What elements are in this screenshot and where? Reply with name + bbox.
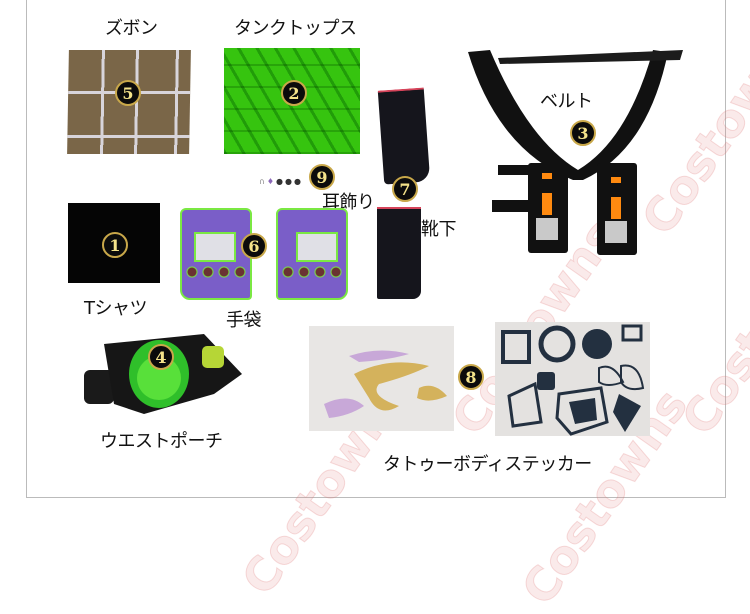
tank-top-label: タンクトップス — [234, 18, 357, 39]
orange-tab — [542, 173, 552, 179]
buckle-icon — [605, 221, 627, 243]
orange-strip — [611, 197, 621, 219]
waist-pouch-image — [84, 334, 244, 416]
content-frame — [26, 0, 726, 498]
belt-pouch-left — [528, 163, 568, 253]
badge-9: 9 — [309, 164, 335, 190]
knuckle-dots — [184, 265, 250, 279]
badge-5: 5 — [115, 80, 141, 106]
belt-strap-image — [468, 50, 684, 180]
belt-label: ベルト — [540, 91, 593, 112]
buckle-icon — [536, 218, 558, 240]
socks-label: 靴下 — [421, 219, 457, 240]
badge-8: 8 — [458, 364, 484, 390]
purple-gem-icon: ♦ — [266, 177, 277, 186]
pants-label: ズボン — [105, 18, 158, 39]
sock-top-image — [377, 87, 431, 185]
badge-4: 4 — [148, 344, 174, 370]
glove-left-image — [180, 208, 252, 300]
tattoo-sheet-right — [495, 322, 650, 436]
belt-harness-icon — [468, 50, 683, 180]
badge-1: 1 — [102, 232, 128, 258]
badge-2: 2 — [281, 80, 307, 106]
bead-icon: ●●● — [276, 177, 303, 186]
tattoo-sheet-left — [309, 326, 454, 431]
earrings-image: ∩♦●●● — [259, 177, 303, 186]
tattoo-sticker-label: タトゥーボディステッカー — [383, 454, 592, 475]
belt-pouch-right — [597, 163, 637, 255]
hoop-earring-icon: ∩ — [259, 177, 267, 186]
symbol-tattoo-icon — [501, 324, 645, 436]
belt-leg-strap — [498, 165, 530, 175]
wave-tattoo-icon — [324, 350, 447, 418]
glove-right-image — [276, 208, 348, 300]
orange-strip — [542, 193, 552, 215]
earrings-label: 耳飾り — [322, 192, 375, 213]
belt-leg-strap — [492, 200, 532, 212]
gloves-label: 手袋 — [226, 310, 262, 331]
waist-pouch-label: ウエストポーチ — [100, 431, 223, 452]
badge-3: 3 — [570, 120, 596, 146]
t-shirt-label: Tシャツ — [84, 298, 148, 319]
badge-6: 6 — [241, 233, 267, 259]
waist-pouch-icon — [84, 334, 242, 414]
knuckle-dots — [280, 265, 346, 279]
orange-tab — [611, 177, 621, 183]
sock-bottom-image — [377, 207, 421, 299]
badge-7: 7 — [392, 176, 418, 202]
